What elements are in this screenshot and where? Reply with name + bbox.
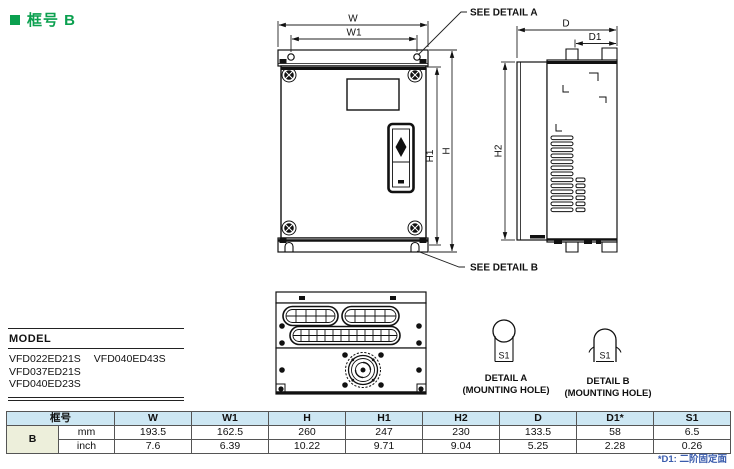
mounting-hole-top-right bbox=[413, 53, 421, 61]
see-detail-b-label: SEE DETAIL B bbox=[470, 263, 538, 274]
inch-row: inch 7.6 6.39 10.22 9.71 9.04 5.25 2.28 … bbox=[7, 439, 731, 454]
page-title: 框号 B bbox=[10, 9, 76, 30]
vent-oval-left bbox=[282, 305, 339, 327]
dim-label-h2: H2 bbox=[494, 144, 505, 157]
model-column-1: VFD022ED21S VFD037ED21S VFD040ED23S bbox=[9, 353, 81, 391]
screw-icon bbox=[281, 67, 297, 83]
unit-inch-cell: inch bbox=[58, 439, 115, 454]
fan-icon bbox=[345, 352, 381, 388]
detail-b-drawing bbox=[588, 328, 622, 362]
col-header-d1: D1* bbox=[576, 411, 654, 426]
model-item: VFD040ED23S bbox=[9, 378, 81, 390]
vent-oval-wide bbox=[289, 325, 401, 346]
value-d1-inch: 2.28 bbox=[576, 439, 654, 454]
value-h-mm: 260 bbox=[268, 425, 346, 440]
dim-label-h1: H1 bbox=[425, 149, 436, 162]
model-item: VFD040ED43S bbox=[93, 353, 166, 365]
value-h2-mm: 230 bbox=[422, 425, 500, 440]
col-header-h1: H1 bbox=[345, 411, 423, 426]
cover-latch bbox=[387, 122, 415, 194]
detail-a-s1-label: S1 bbox=[498, 351, 509, 361]
value-w1-mm: 162.5 bbox=[191, 425, 269, 440]
value-d-inch: 5.25 bbox=[499, 439, 577, 454]
dimension-table: 框号 W W1 H H1 H2 D D1* S1 B mm 193.5 162.… bbox=[6, 411, 731, 454]
dim-label-h: H bbox=[442, 147, 453, 154]
detail-b-title: DETAIL B bbox=[587, 376, 630, 387]
side-vent-slots bbox=[550, 135, 586, 213]
mounting-hole-top-left bbox=[287, 53, 295, 61]
value-w1-inch: 6.39 bbox=[191, 439, 269, 454]
value-h1-mm: 247 bbox=[345, 425, 423, 440]
frame-value-cell: B bbox=[6, 425, 59, 454]
detail-a-title: DETAIL A bbox=[485, 373, 528, 384]
value-d-mm: 133.5 bbox=[499, 425, 577, 440]
value-h2-inch: 9.04 bbox=[422, 439, 500, 454]
frame-header-cell: 框号 bbox=[6, 411, 115, 426]
value-d1-mm: 58 bbox=[576, 425, 654, 440]
bottom-view-drawing bbox=[275, 291, 427, 395]
title-bullet-icon bbox=[10, 14, 20, 25]
side-view-dimensions bbox=[501, 26, 618, 241]
col-header-d: D bbox=[499, 411, 577, 426]
detail-b-s1-label: S1 bbox=[599, 351, 610, 361]
mm-row: B mm 193.5 162.5 260 247 230 133.5 58 6.… bbox=[6, 425, 731, 454]
model-table: MODEL VFD022ED21S VFD037ED21S VFD040ED23… bbox=[8, 328, 184, 401]
value-w-inch: 7.6 bbox=[114, 439, 192, 454]
col-header-s1: S1 bbox=[653, 411, 731, 426]
side-view-drawing bbox=[516, 47, 618, 253]
col-header-h: H bbox=[268, 411, 346, 426]
dim-label-w: W bbox=[348, 14, 358, 25]
value-h-inch: 10.22 bbox=[268, 439, 346, 454]
display-window bbox=[346, 78, 400, 111]
detail-a-subtitle: (MOUNTING HOLE) bbox=[462, 385, 549, 396]
model-column-2: VFD040ED43S bbox=[94, 353, 166, 391]
value-s1-mm: 6.5 bbox=[653, 425, 731, 440]
model-item: VFD022ED21S bbox=[9, 353, 81, 365]
dim-label-w1: W1 bbox=[347, 28, 362, 39]
mounting-slot-bottom-left bbox=[284, 241, 294, 252]
front-view-drawing bbox=[277, 49, 429, 253]
col-header-w: W bbox=[114, 411, 192, 426]
model-item: VFD037ED21S bbox=[9, 365, 81, 378]
screw-icon bbox=[407, 67, 423, 83]
mounting-slot-bottom-right bbox=[410, 241, 420, 252]
col-header-h2: H2 bbox=[422, 411, 500, 426]
screw-icon bbox=[407, 220, 423, 236]
value-s1-inch: 0.26 bbox=[653, 439, 731, 454]
callout-leaders bbox=[416, 11, 467, 268]
dimension-drawings: W W1 H1 H SEE DETAIL A SEE DETAIL B bbox=[275, 8, 652, 399]
dim-label-d1: D1 bbox=[589, 32, 602, 43]
see-detail-a-label: SEE DETAIL A bbox=[470, 8, 538, 19]
value-w-mm: 193.5 bbox=[114, 425, 192, 440]
model-table-rule bbox=[8, 328, 184, 329]
col-header-w1: W1 bbox=[191, 411, 269, 426]
dim-label-d: D bbox=[562, 19, 569, 30]
model-table-rule bbox=[8, 348, 184, 349]
model-table-header: MODEL bbox=[9, 333, 52, 345]
dimension-table-header-row: 框号 W W1 H H1 H2 D D1* S1 bbox=[6, 411, 731, 426]
footnote-d1: *D1: 二阶固定面 bbox=[657, 454, 727, 465]
detail-b-subtitle: (MOUNTING HOLE) bbox=[564, 388, 651, 399]
vent-oval-right bbox=[341, 305, 400, 327]
front-view-dimensions bbox=[277, 21, 457, 253]
value-h1-inch: 9.71 bbox=[345, 439, 423, 454]
unit-mm-cell: mm bbox=[58, 425, 115, 440]
page-title-text: 框号 B bbox=[27, 12, 77, 29]
screw-icon bbox=[281, 220, 297, 236]
detail-a-drawing bbox=[492, 319, 516, 363]
model-table-bottom-rule bbox=[8, 396, 184, 401]
